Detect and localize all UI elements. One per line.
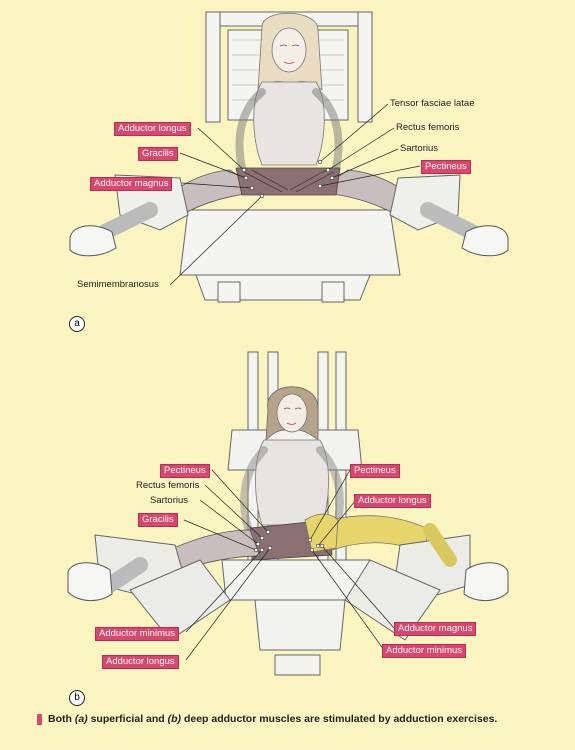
- label-rectus-femoris: Rectus femoris: [396, 122, 460, 133]
- label-tensor-fasciae-latae: Tensor fasciae latae: [390, 98, 475, 109]
- label-pectineus: Pectineus: [421, 160, 471, 174]
- label-b-adductor-minimus-left: Adductor minimus: [95, 627, 180, 641]
- label-b-rectus-femoris: Rectus femoris: [136, 480, 200, 491]
- label-b-adductor-minimus-right: Adductor minimus: [382, 644, 467, 658]
- label-adductor-longus: Adductor longus: [114, 122, 191, 136]
- caption-middle: superficial and: [87, 713, 168, 725]
- label-b-pectineus-left: Pectineus: [160, 464, 210, 478]
- caption-marker-bar: [37, 714, 42, 725]
- figure-caption: Both (a) superficial and (b) deep adduct…: [48, 712, 548, 726]
- caption-prefix: Both: [48, 713, 75, 725]
- label-adductor-magnus: Adductor magnus: [90, 177, 173, 191]
- panel-b-illustration: [67, 351, 509, 676]
- caption-a-marker: (a): [74, 713, 88, 725]
- label-b-gracilis: Gracilis: [138, 513, 178, 527]
- label-sartorius: Sartorius: [400, 143, 439, 154]
- panel-a-illustration: [69, 11, 509, 303]
- label-semimembranosus: Semimembranosus: [77, 279, 159, 290]
- label-b-adductor-longus-right: Adductor longus: [354, 494, 431, 508]
- label-b-sartorius: Sartorius: [150, 495, 189, 506]
- panel-a-marker: a: [69, 316, 85, 332]
- panel-b-marker: b: [69, 690, 85, 706]
- label-b-adductor-longus-left: Adductor longus: [102, 655, 179, 669]
- label-gracilis: Gracilis: [138, 147, 178, 161]
- caption-suffix: deep adductor muscles are stimulated by …: [181, 713, 498, 725]
- label-b-pectineus-right: Pectineus: [350, 464, 400, 478]
- label-b-adductor-magnus: Adductor magnus: [394, 622, 477, 636]
- caption-b-marker: (b): [167, 713, 182, 725]
